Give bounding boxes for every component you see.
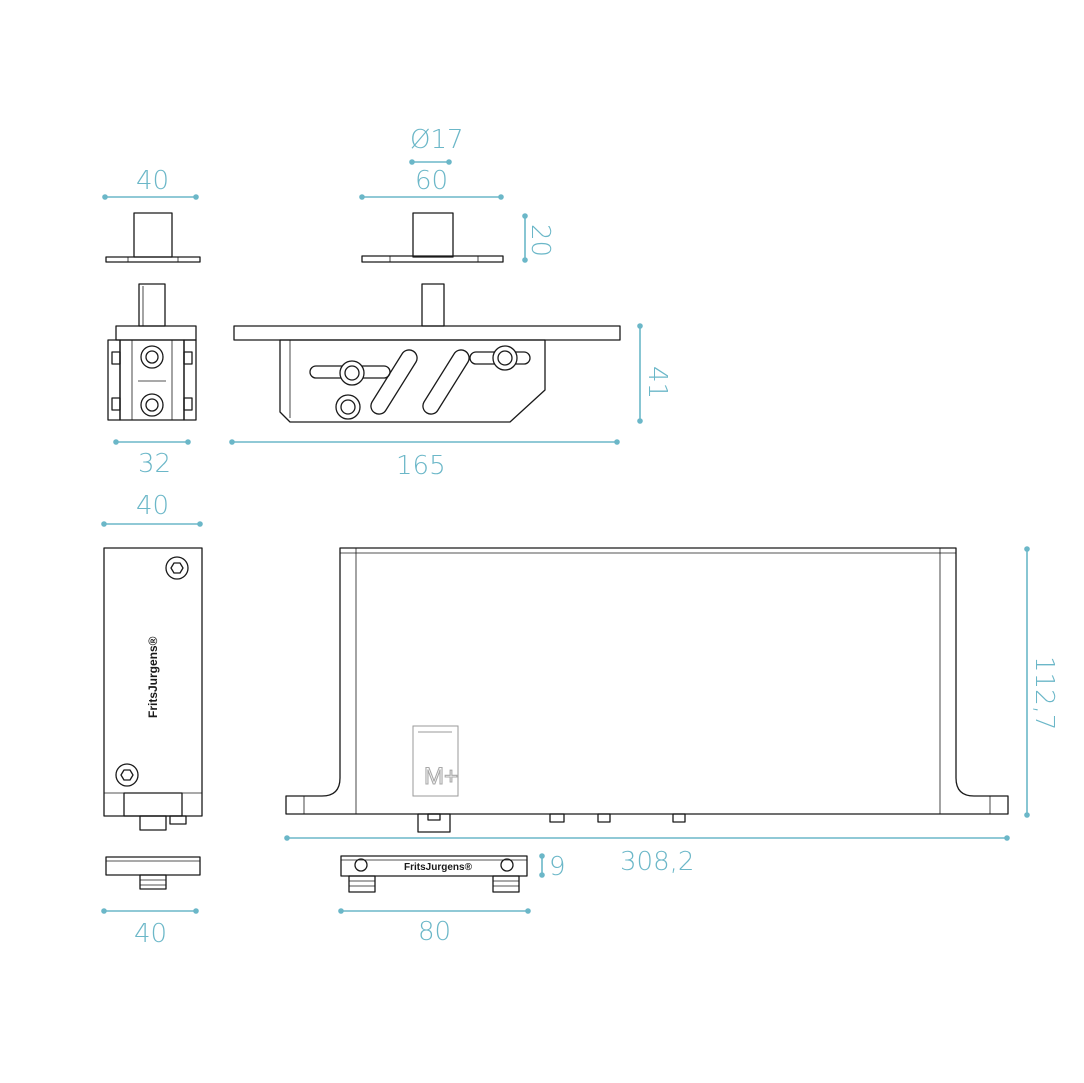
- dimension-endpoint: [637, 418, 643, 424]
- dimension-top-plate-width: 40: [102, 166, 199, 200]
- dimension-endpoint: [522, 257, 528, 263]
- dimension-body-width: 32: [113, 439, 191, 479]
- dimension-label: 112,7: [1029, 656, 1059, 730]
- dimension-label: 40: [136, 166, 169, 196]
- box-brand-label: FritsJurgens®: [146, 636, 160, 718]
- pivot-box-end-view: FritsJurgens®: [103, 547, 203, 831]
- dimension-endpoint: [338, 908, 344, 914]
- dimension-endpoint: [1004, 835, 1010, 841]
- pivot-box-side-view: M+: [285, 547, 1009, 833]
- dimension-endpoint: [539, 872, 545, 878]
- dimension-endpoint: [185, 439, 191, 445]
- dimension-body-height: 41: [637, 323, 672, 424]
- dimension-bottom-plate-width: 40: [101, 908, 199, 949]
- dimension-endpoint: [229, 439, 235, 445]
- dimension-label: 80: [418, 917, 451, 947]
- dimension-endpoint: [498, 194, 504, 200]
- dimension-endpoint: [409, 159, 415, 165]
- top-plate-side-view: [361, 212, 504, 263]
- dimension-endpoint: [101, 908, 107, 914]
- dimension-label: 308,2: [620, 847, 694, 877]
- dimension-label: 40: [134, 919, 167, 949]
- dimension-body-length: 165: [229, 439, 620, 481]
- dimension-label: 32: [138, 449, 171, 479]
- pivot-body-side-view: [233, 283, 621, 423]
- pivot-body-end-view: [107, 283, 197, 421]
- dimension-endpoint: [101, 521, 107, 527]
- dimension-box-length: 308,2: [284, 835, 1010, 877]
- dimension-endpoint: [1024, 812, 1030, 818]
- bottom-plate-side-view: FritsJurgens®: [340, 855, 528, 893]
- dimension-endpoint: [193, 908, 199, 914]
- dimension-pin-height: 20: [522, 213, 555, 263]
- dimension-label: 40: [136, 491, 169, 521]
- dimension-label: Ø17: [410, 125, 464, 155]
- dimension-endpoint: [359, 194, 365, 200]
- dimension-label: 20: [525, 224, 555, 257]
- m-plus-logo: M+: [412, 725, 459, 797]
- dimension-box-height: 112,7: [1024, 546, 1059, 818]
- dimension-label: 165: [396, 451, 446, 481]
- dimension-box-width: 40: [101, 491, 203, 527]
- dimension-label: 9: [549, 852, 566, 882]
- dimension-endpoint: [637, 323, 643, 329]
- dimension-bottom-plate-height: 9: [539, 852, 566, 882]
- dimension-bottom-plate-length: 80: [338, 908, 531, 947]
- dimension-label: 60: [415, 166, 448, 196]
- dimension-pivot-diameter: Ø17: [409, 125, 464, 165]
- dimension-endpoint: [197, 521, 203, 527]
- dimension-side-plate-width: 60: [359, 166, 504, 200]
- dimension-endpoint: [284, 835, 290, 841]
- dimension-endpoint: [102, 194, 108, 200]
- dimension-endpoint: [522, 213, 528, 219]
- top-plate-front-view: [105, 212, 201, 263]
- dimension-endpoint: [614, 439, 620, 445]
- dimension-endpoint: [539, 853, 545, 859]
- dimension-endpoint: [193, 194, 199, 200]
- dimension-label: 41: [642, 366, 672, 399]
- plate-brand-label: FritsJurgens®: [404, 862, 473, 873]
- dimension-endpoint: [446, 159, 452, 165]
- dimension-endpoint: [1024, 546, 1030, 552]
- dimension-endpoint: [113, 439, 119, 445]
- logo-mark-text: M+: [424, 763, 458, 790]
- bottom-plate-end-view: [105, 856, 201, 890]
- dimension-endpoint: [525, 908, 531, 914]
